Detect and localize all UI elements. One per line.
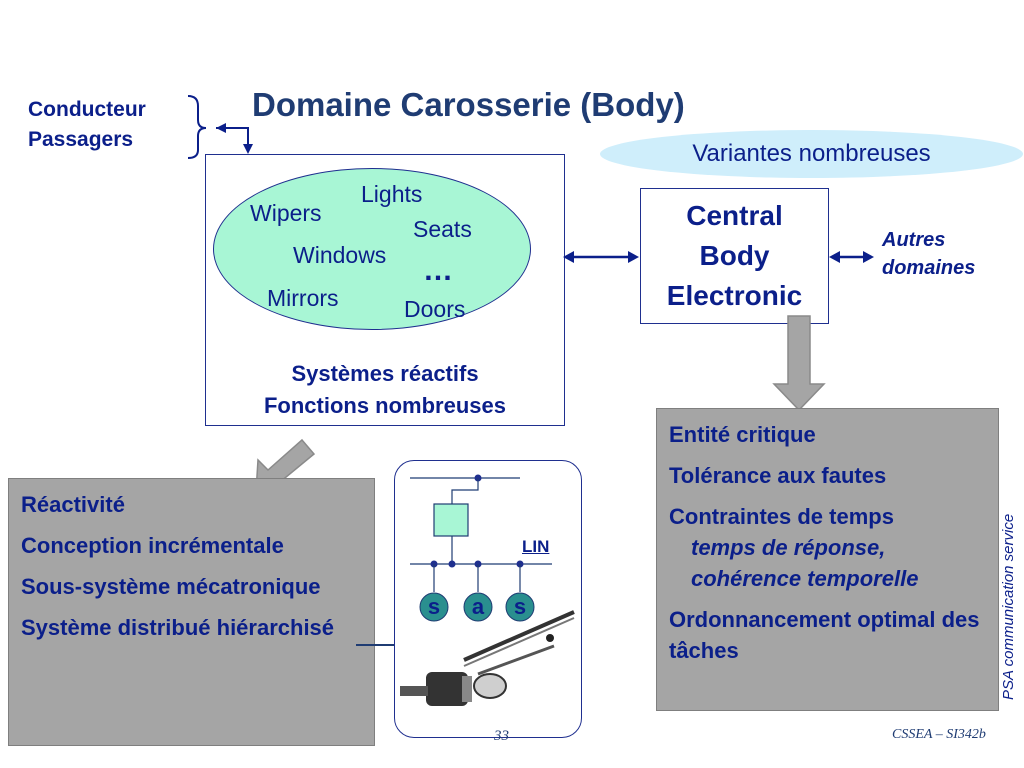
temps-reponse-subitem: temps de réponse, [691, 535, 886, 560]
contraintes-label: Contraintes de temps [669, 504, 894, 529]
autres-domaines-label: Autres domaines [882, 226, 975, 282]
passagers-label: Passagers [28, 128, 134, 151]
central-body-electronic-box: Central Body Electronic [640, 188, 829, 324]
conducteur-label: Conducteur [28, 98, 146, 121]
reactivite-item: Réactivité [21, 492, 125, 517]
lin-label: LIN [522, 537, 550, 556]
contraintes-item: Contraintes de temps temps de réponse, c… [669, 501, 986, 594]
psa-side-label: PSA communication service [1000, 513, 1017, 700]
down-arrow-right-icon [772, 315, 826, 412]
sous-systeme-item: Sous-système mécatronique [21, 574, 321, 599]
cbe-line-3: Electronic [666, 280, 803, 311]
fonctions-nombreuses-label: Fonctions nombreuses [263, 393, 507, 418]
conception-item: Conception incrémentale [21, 533, 284, 558]
windows-label: Windows [293, 242, 387, 268]
ellipsis-label: … [423, 254, 453, 287]
variantes-text: Variantes nombreuses [692, 140, 931, 167]
lin-node-a: a [471, 594, 485, 619]
mirrors-label: Mirrors [267, 285, 339, 311]
cbe-line-2: Body [699, 240, 770, 271]
ordonnancement-item: Ordonnancement optimal des tâches [669, 607, 980, 663]
page-number: 33 [494, 728, 509, 744]
right-constraints-box: Entité critique Tolérance aux fautes Con… [656, 408, 999, 711]
coherence-subitem: cohérence temporelle [691, 566, 919, 591]
seats-label: Seats [413, 216, 472, 242]
domaines-label: domaines [882, 257, 976, 279]
autres-label: Autres [882, 229, 946, 251]
doors-label: Doors [404, 296, 466, 322]
brace-connector [187, 95, 253, 159]
people-labels: Conducteur Passagers [28, 95, 146, 155]
tolerance-item: Tolérance aux fautes [669, 463, 887, 488]
lin-node-s1: s [427, 594, 441, 619]
connector-line [356, 644, 396, 646]
system-caption: Systèmes réactifs Fonctions nombreuses [205, 358, 565, 422]
double-arrow-system-cbe [563, 251, 639, 263]
systemes-reactifs-label: Systèmes réactifs [291, 361, 479, 386]
entite-critique-item: Entité critique [669, 422, 816, 447]
systeme-distribue-item: Système distribué hiérarchisé [21, 615, 335, 640]
footer-course: CSSEA – SI342b [892, 727, 986, 742]
double-arrow-cbe-autres [829, 251, 874, 263]
cbe-line-1: Central [686, 200, 783, 231]
lin-node-s2: s [513, 594, 527, 619]
wipers-label: Wipers [250, 200, 322, 226]
lights-label: Lights [361, 181, 423, 207]
lin-network-diagram [400, 474, 575, 706]
left-properties-box: Réactivité Conception incrémentale Sous-… [8, 478, 375, 746]
page-title: Domaine Carosserie (Body) [252, 86, 685, 123]
functions-ellipse [213, 168, 531, 330]
variantes-bubble: Variantes nombreuses [600, 130, 1023, 178]
